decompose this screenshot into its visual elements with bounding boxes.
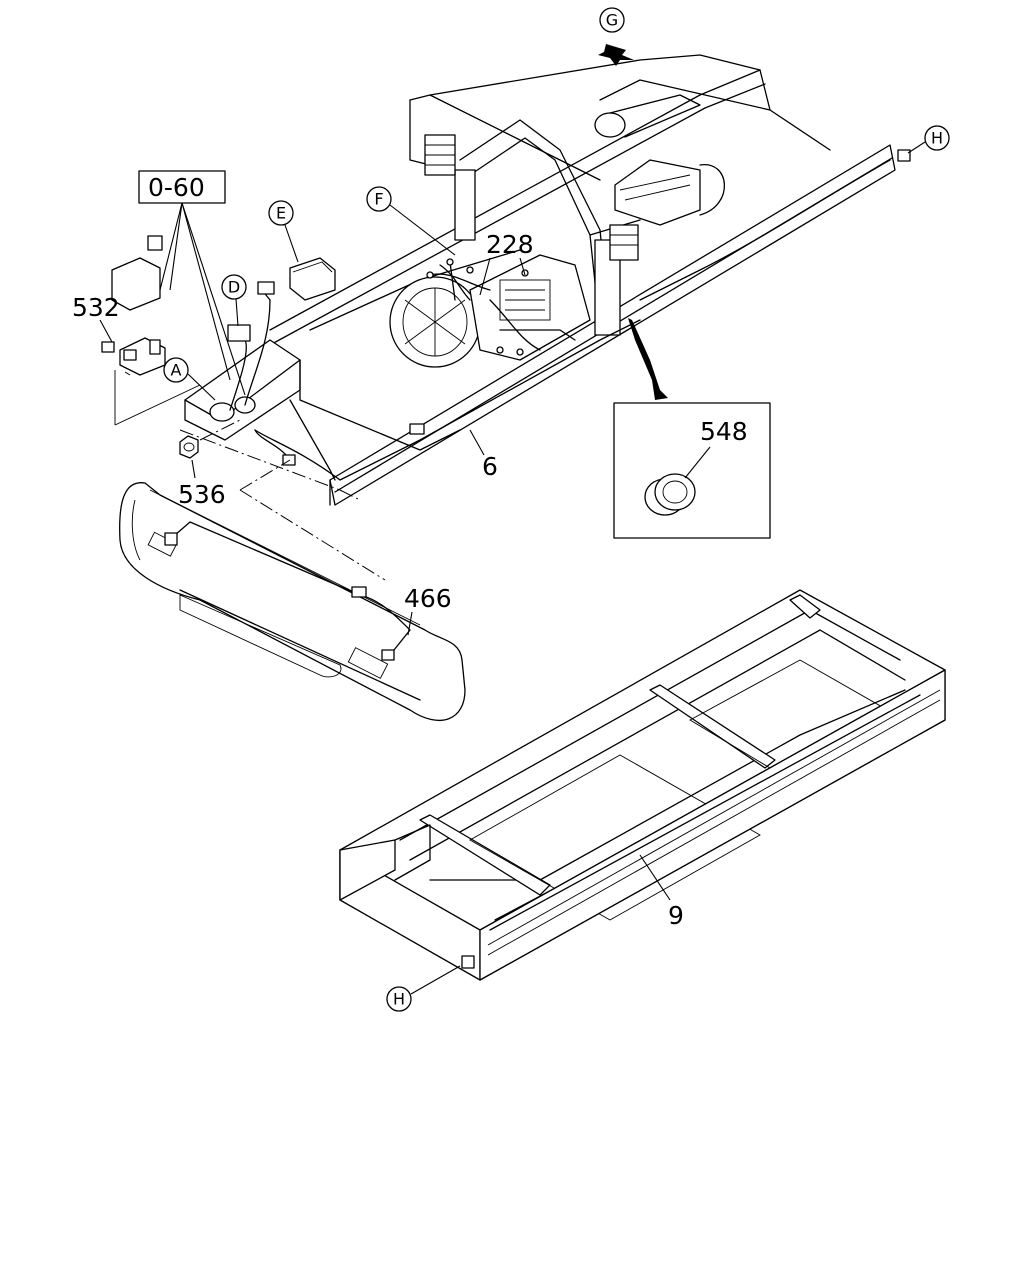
reference-box-0-60: 0-60 bbox=[138, 170, 246, 396]
view-marker-h-bottom: H bbox=[386, 965, 461, 1012]
view-marker-g: G bbox=[598, 7, 634, 66]
view-marker-e-label: E bbox=[276, 204, 286, 223]
rear-unit bbox=[614, 159, 725, 226]
detail-box-548 bbox=[613, 318, 771, 539]
view-marker-d: D bbox=[221, 274, 247, 327]
part-number-548: 548 bbox=[700, 417, 748, 446]
part-number-228: 228 bbox=[486, 230, 534, 259]
view-marker-e: E bbox=[268, 200, 299, 263]
view-marker-h-top: H bbox=[907, 125, 950, 154]
part-number-6: 6 bbox=[482, 452, 498, 481]
harness-6 bbox=[254, 319, 641, 481]
transmission-assembly bbox=[389, 254, 591, 368]
connector-e bbox=[289, 257, 336, 301]
upper-chassis-frame bbox=[179, 54, 911, 506]
part-number-466: 466 bbox=[404, 584, 452, 613]
view-marker-a-label: A bbox=[171, 361, 182, 380]
lower-chassis-frame bbox=[339, 589, 946, 981]
part-number-536: 536 bbox=[178, 480, 226, 509]
bumper bbox=[119, 459, 466, 721]
spring-left bbox=[424, 134, 456, 176]
view-marker-h-top-label: H bbox=[931, 129, 943, 148]
part-number-532: 532 bbox=[72, 293, 120, 322]
harness-9 bbox=[489, 694, 921, 931]
view-marker-f-label: F bbox=[374, 190, 383, 209]
part-number-9: 9 bbox=[668, 901, 684, 930]
view-direction-arrow-icon bbox=[598, 44, 634, 66]
spring-right bbox=[609, 224, 639, 261]
view-marker-h-bottom-label: H bbox=[393, 990, 405, 1009]
view-marker-f: F bbox=[366, 186, 456, 256]
view-marker-a: A bbox=[163, 357, 216, 401]
front-bracket bbox=[209, 281, 296, 466]
view-marker-d-label: D bbox=[228, 278, 240, 297]
nut-536 bbox=[179, 419, 241, 459]
view-marker-g-label: G bbox=[606, 11, 618, 30]
reference-box-label: 0-60 bbox=[148, 173, 205, 202]
bracket-532 bbox=[101, 235, 201, 426]
